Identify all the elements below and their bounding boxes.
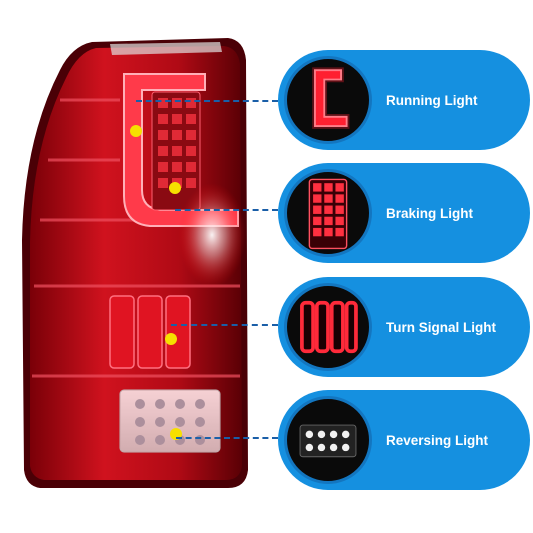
running-light-marker-dot [130, 125, 142, 137]
braking-light-connector [175, 209, 278, 211]
running-light-connector [136, 100, 278, 102]
feature-turn-signal-light: Turn Signal Light [278, 277, 530, 377]
feature-reversing-light: Reversing Light [278, 390, 530, 490]
turn-signal-marker-dot [165, 333, 177, 345]
reversing-light-label: Reversing Light [386, 432, 489, 448]
feature-braking-light: Braking Light [278, 163, 530, 263]
running-light-icon [284, 56, 372, 144]
braking-light-label: Braking Light [386, 205, 473, 221]
braking-light-marker-dot [169, 182, 181, 194]
running-light-label: Running Light [386, 92, 478, 108]
braking-light-icon [284, 169, 372, 257]
turn-signal-connector [171, 324, 278, 326]
reversing-light-connector [176, 437, 278, 439]
feature-running-light: Running Light [278, 50, 530, 150]
turn-signal-light-icon [284, 283, 372, 371]
reversing-light-icon [284, 396, 372, 484]
turn-signal-light-label: Turn Signal Light [386, 319, 496, 335]
